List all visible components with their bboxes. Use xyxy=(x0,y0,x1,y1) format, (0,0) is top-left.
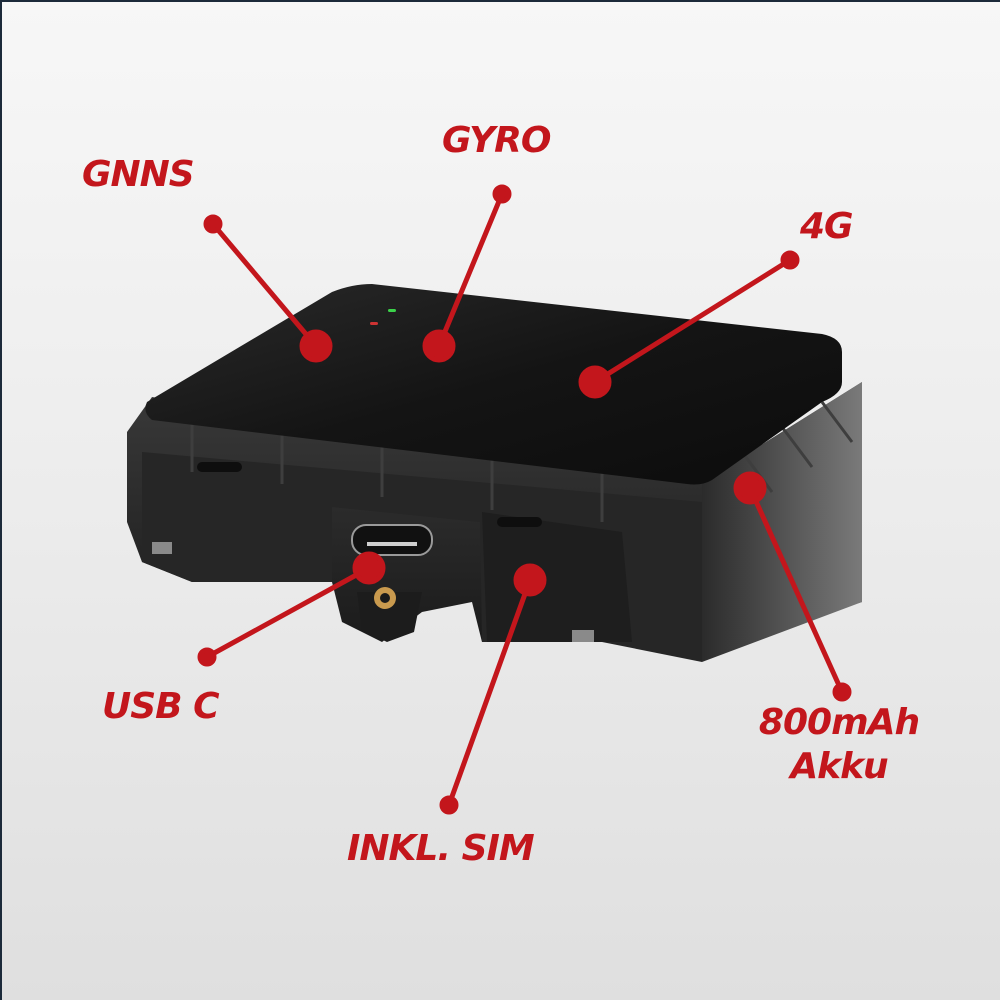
status-led-green xyxy=(388,309,396,312)
callout-gyro-label: GYRO xyxy=(442,120,551,161)
callout-battery-label: 800mAh Akku xyxy=(744,704,934,786)
device-body xyxy=(127,382,862,662)
callout-usbc-label: USB C xyxy=(102,686,220,727)
status-led-red xyxy=(370,322,378,325)
callout-gnns-label: GNNS xyxy=(82,154,195,195)
callout-4g-label: 4G xyxy=(800,206,854,247)
callout-sim-label: INKL. SIM xyxy=(347,828,535,869)
callout-battery-line2: Akku xyxy=(790,745,888,787)
callout-battery-line1: 800mAh xyxy=(758,702,920,743)
